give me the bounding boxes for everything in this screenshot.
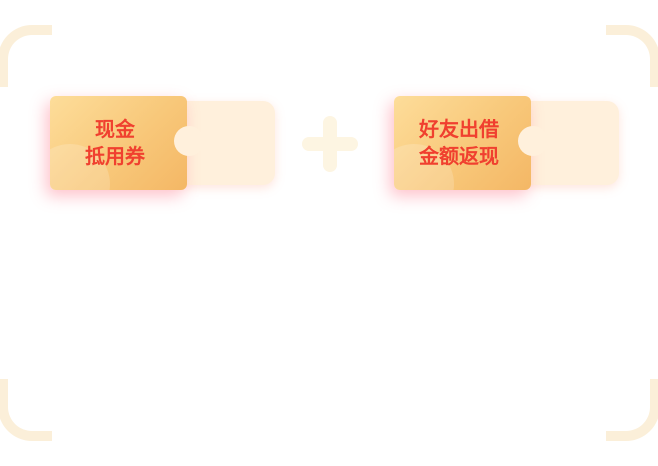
plus-icon [302,116,358,172]
cash-voucher-coupon: 现金 抵用券 [50,96,276,192]
coupon-label: 好友出借 金额返现 [394,96,524,190]
coupon-label: 现金 抵用券 [50,96,180,190]
corner-decoration-bottom-right [606,379,658,441]
coupon-label-line2: 抵用券 [85,144,145,168]
coupon-label-line1: 好友出借 [419,117,499,141]
coupon-label-line1: 现金 [95,117,135,141]
coupon-notch [174,126,204,156]
friend-cashback-coupon: 好友出借 金额返现 [394,96,620,192]
coupon-body [50,96,187,190]
coupon-label-line2: 金额返现 [419,144,499,168]
corner-decoration-top-left [0,25,52,87]
corner-decoration-top-right [606,25,658,87]
corner-decoration-bottom-left [0,379,52,441]
coupon-body [394,96,531,190]
coupon-notch [518,126,548,156]
